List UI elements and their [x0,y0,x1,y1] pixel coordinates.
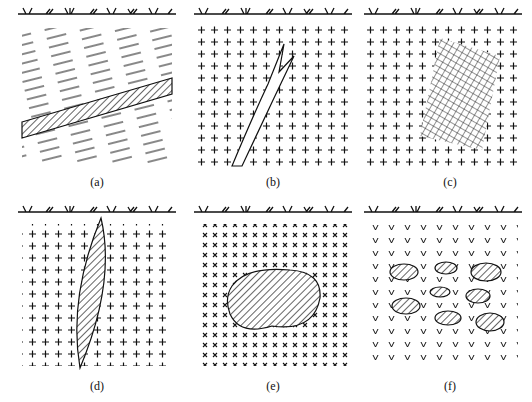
panel-label: (a) [90,176,103,188]
panel-label: (c) [443,176,456,188]
panel-label: (b) [266,176,280,188]
panel-label: (f) [444,380,456,392]
panel-label: (d) [90,380,104,392]
panel-e [194,206,352,366]
panel-a [18,8,176,163]
panel-c [364,8,522,166]
panel-label: (e) [266,380,279,392]
panel-f [364,206,522,366]
panel-b [194,8,352,166]
panel-d [18,206,176,368]
